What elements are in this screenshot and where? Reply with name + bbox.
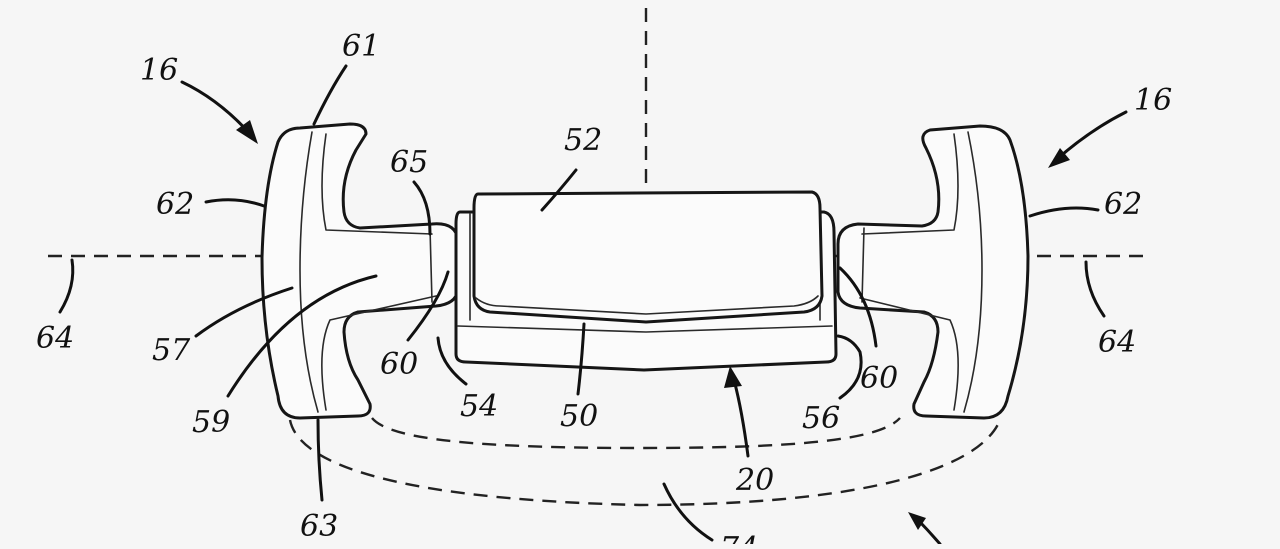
leader-56 <box>838 336 861 398</box>
top-block-52 <box>474 192 822 322</box>
ref-50: 50 <box>560 399 598 434</box>
leader-20 <box>734 380 748 456</box>
ref-16-right: 16 <box>1134 83 1172 118</box>
ref-52: 52 <box>564 123 602 158</box>
ref-57: 57 <box>152 333 191 368</box>
ref-63: 63 <box>300 509 338 544</box>
leader-63 <box>318 420 322 500</box>
ref-16-left: 16 <box>140 53 178 88</box>
ref-54: 54 <box>460 389 498 424</box>
ref-20: 20 <box>735 463 774 498</box>
ref-60-left: 60 <box>380 347 418 382</box>
outer-dashed-path <box>290 420 1000 505</box>
ref-62-left: 62 <box>156 187 194 222</box>
base-assembly-20 <box>456 192 836 370</box>
ref-60-right: 60 <box>860 361 898 396</box>
ref-64-left: 64 <box>36 321 74 356</box>
left-member-16 <box>262 124 458 418</box>
ref-62-right: 62 <box>1104 187 1142 222</box>
leader-64-right <box>1086 262 1104 316</box>
leader-64-left <box>60 260 73 312</box>
leader-62-left <box>206 200 264 206</box>
ref-74: 74 <box>720 531 758 544</box>
leader-16-right <box>1056 112 1126 160</box>
ref-64-right: 64 <box>1098 325 1136 360</box>
leader-61 <box>314 66 346 124</box>
arrowhead-20 <box>724 366 742 388</box>
ref-56: 56 <box>802 401 840 436</box>
leader-74 <box>664 484 712 540</box>
leader-62-right <box>1030 208 1098 216</box>
ref-59: 59 <box>192 405 230 440</box>
ref-61: 61 <box>342 29 380 64</box>
ref-65: 65 <box>390 145 428 180</box>
